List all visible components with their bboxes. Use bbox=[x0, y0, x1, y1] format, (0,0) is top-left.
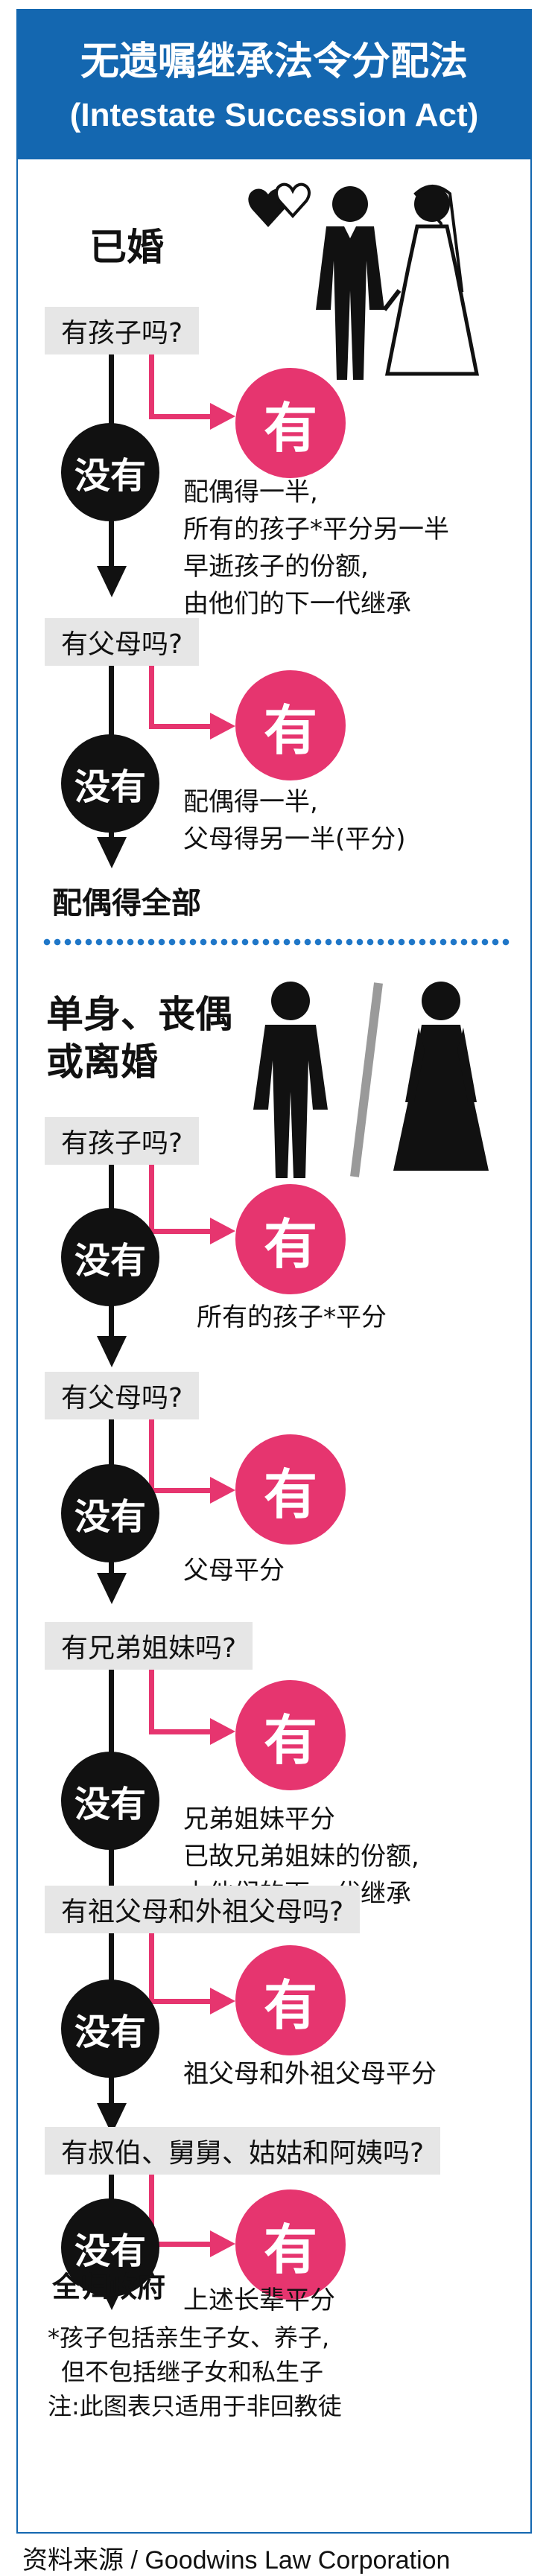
couple-illustration bbox=[248, 182, 480, 380]
arrow-down-icon bbox=[97, 1336, 127, 1367]
arrow-right-icon bbox=[210, 1477, 235, 1504]
question-parents-married: 有父母吗? bbox=[45, 618, 200, 666]
arrow-right-icon bbox=[210, 1718, 235, 1745]
result-parents-married: 配偶得一半, 父母得另一半(平分) bbox=[183, 787, 406, 854]
yes-circle: 有 bbox=[235, 1184, 346, 1294]
no-circle: 没有 bbox=[61, 1208, 159, 1306]
arrow-down-icon bbox=[97, 837, 127, 868]
yes-branch-line bbox=[149, 1670, 154, 1734]
arrow-right-icon bbox=[210, 2230, 235, 2257]
result-children-single: 所有的孩子*平分 bbox=[197, 1303, 387, 1332]
no-circle: 没有 bbox=[61, 2198, 159, 2297]
man-icon bbox=[253, 982, 328, 1178]
woman-icon bbox=[393, 982, 489, 1171]
footnotes: *孩子包括亲生子女、养子, 但不包括继子女和私生子 注:此图表只适用于非回教徒 bbox=[48, 2324, 342, 2420]
yes-branch-line bbox=[149, 666, 154, 728]
hearts-icon bbox=[248, 182, 311, 227]
yes-branch-line bbox=[149, 1165, 154, 1233]
yes-branch-line bbox=[149, 1933, 154, 2003]
yes-circle: 有 bbox=[235, 1945, 346, 2055]
no-circle: 没有 bbox=[61, 423, 159, 521]
yes-circle: 有 bbox=[235, 1434, 346, 1545]
no-circle: 没有 bbox=[61, 1979, 159, 2078]
yes-circle: 有 bbox=[235, 2189, 346, 2300]
result-grandparents-single: 祖父母和外祖父母平分 bbox=[183, 2059, 437, 2089]
arrow-right-icon bbox=[210, 403, 235, 430]
yes-circle: 有 bbox=[235, 368, 346, 478]
no-circle: 没有 bbox=[61, 734, 159, 833]
title-english: (Intestate Succession Act) bbox=[69, 97, 479, 133]
yes-circle: 有 bbox=[235, 670, 346, 780]
yes-branch-line bbox=[149, 2242, 212, 2247]
separated-couple-illustration bbox=[253, 982, 489, 1178]
arrow-right-icon bbox=[210, 1218, 235, 1244]
question-uncles-aunts-single: 有叔伯、舅舅、姑姑和阿姨吗? bbox=[45, 2127, 441, 2175]
yes-branch-line bbox=[149, 2175, 154, 2246]
yes-branch-line bbox=[149, 354, 154, 419]
question-children-single: 有孩子吗? bbox=[45, 1117, 200, 1165]
yes-branch-line bbox=[149, 414, 212, 419]
title-chinese: 无遗嘱继承法令分配法 bbox=[80, 39, 468, 84]
question-children-married: 有孩子吗? bbox=[45, 307, 200, 354]
arrow-down-icon bbox=[97, 566, 127, 597]
question-siblings-single: 有兄弟姐妹吗? bbox=[45, 1622, 253, 1670]
arrow-right-icon bbox=[210, 713, 235, 740]
married-title: 已婚 bbox=[89, 226, 164, 269]
divider-slash-icon bbox=[350, 982, 383, 1177]
yes-branch-line bbox=[149, 1419, 154, 1492]
question-parents-single: 有父母吗? bbox=[45, 1372, 200, 1419]
yes-circle: 有 bbox=[235, 1680, 346, 1790]
no-circle: 没有 bbox=[61, 1752, 159, 1850]
yes-branch-line bbox=[149, 1999, 212, 2004]
source-credit: 资料来源 / Goodwins Law Corporation bbox=[22, 2546, 451, 2575]
arrow-right-icon bbox=[210, 1988, 235, 2014]
bride-icon bbox=[382, 185, 480, 376]
groom-icon bbox=[316, 186, 384, 380]
single-title: 单身、丧偶 或离婚 bbox=[46, 993, 232, 1084]
yes-branch-line bbox=[149, 1729, 212, 1734]
married-final: 配偶得全部 bbox=[52, 886, 201, 920]
yes-branch-line bbox=[149, 1488, 212, 1493]
arrow-down-icon bbox=[97, 1573, 127, 1604]
section-divider bbox=[42, 938, 510, 946]
result-parents-single: 父母平分 bbox=[183, 1556, 285, 1586]
result-uncles-aunts-single: 上述长辈平分 bbox=[183, 2286, 335, 2315]
result-children-married: 配偶得一半, 所有的孩子*平分另一半 早逝孩子的份额, 由他们的下一代继承 bbox=[183, 477, 449, 619]
yes-branch-line bbox=[149, 1229, 212, 1234]
yes-branch-line bbox=[149, 724, 212, 729]
question-grandparents-single: 有祖父母和外祖父母吗? bbox=[45, 1886, 361, 1933]
single-final: 全归政府 bbox=[52, 2271, 166, 2303]
no-circle: 没有 bbox=[61, 1464, 159, 1562]
header-banner: 无遗嘱继承法令分配法 (Intestate Succession Act) bbox=[18, 10, 530, 159]
